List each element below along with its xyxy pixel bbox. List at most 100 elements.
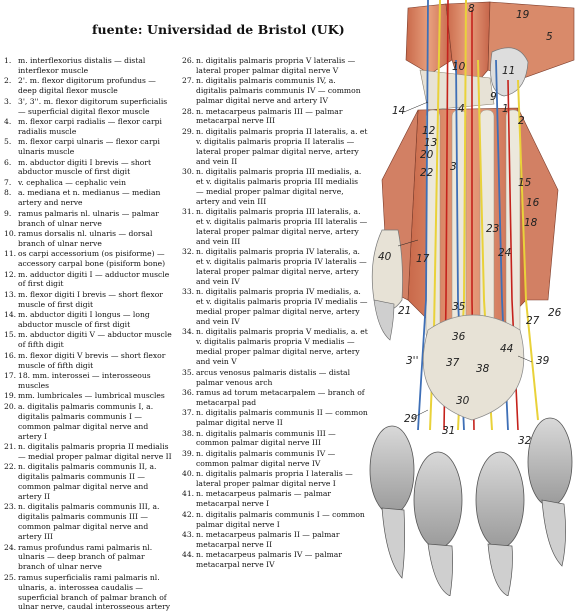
legend-entry: 3.3', 3''. m. flexor digitorum superfici… [4,97,174,117]
label-8: 8 [468,3,475,15]
legend-entry-text: m. flexor digiti V brevis — short flexor… [18,350,166,370]
legend-entry-text: n. metacarpeus palmaris II — palmar meta… [196,530,340,549]
legend-entry: 28.n. metacarpeus palmaris III — palmar … [182,107,368,127]
label-36: 36 [452,331,466,343]
legend-entry: 15.m. abductor digiti V — abductor muscl… [4,330,174,350]
legend-entry: 44.n. metacarpeus palmaris IV — palmar m… [182,550,368,570]
legend-entry: 1.m. interflexorius distalis — distal in… [4,56,174,76]
legend-entry: 41.n. metacarpeus palmaris — palmar meta… [182,489,368,509]
legend-entry-text: n. digitalis palmaris propria III medial… [196,166,362,206]
legend-entry-number: 35. [182,367,195,377]
legend-entry-number: 10. [4,228,17,238]
legend-entry: 23.n. digitalis palmaris communis III, a… [4,502,174,542]
legend-entry-number: 29. [182,126,195,136]
legend-column-right: 26.n. digitalis palmaris propria V later… [182,56,368,571]
legend-entry-text: v. cephalica — cephalic vein [18,177,126,187]
legend-entry-number: 27. [182,76,195,86]
legend-entry-text: n. digitalis palmaris propria III latera… [196,207,368,246]
legend-entry-text: n. digitalis palmaris communis III — com… [196,428,336,448]
legend-entry-text: n. digitalis palmaris propria II lateral… [196,126,368,166]
legend-entry-number: 21. [4,441,17,451]
legend-entry-text: n. digitalis palmaris propria IV lateral… [196,247,367,286]
label-37: 37 [446,357,460,369]
legend-entry-text: arcus venosus palmaris distalis — distal… [196,367,351,387]
label-3: 3 [450,161,457,173]
label-35: 35 [452,301,466,313]
legend-entry: 29.n. digitalis palmaris propria II late… [182,127,368,167]
label-13: 13 [424,137,437,149]
legend-entry-number: 1. [4,56,12,65]
legend-entry: 40.n. digitalis palmaris propria I later… [182,469,368,489]
dewclaw-digit [371,229,403,311]
legend-entry-text: m. flexor carpi ulnaris — flexor carpi u… [18,137,160,157]
legend-entry: 14.m. abductor digiti I longus — long ab… [4,310,174,330]
legend-entry: 30.n. digitalis palmaris propria III med… [182,167,368,207]
legend-entry-number: 38. [182,428,195,438]
legend-entry: 16.m. flexor digiti V brevis — short fle… [4,351,174,371]
legend-entry: 17.18. mm. interossei — interosseous mus… [4,371,174,391]
label-39: 39 [536,355,550,367]
label-18: 18 [524,217,538,229]
legend-entry: 7. v. cephalica — cephalic vein [4,178,174,188]
legend-entry-number: 40. [182,469,195,479]
legend-entry: 6.m. abductor digiti I brevis — short ab… [4,158,174,178]
legend-entry-text: n. metacarpeus palmaris III — palmar met… [196,106,343,126]
legend-entry: 8.a. mediana et n. medianus — median art… [4,188,174,208]
flexor-tendons [425,109,521,361]
legend-entry: 9.ramus palmaris nl. ulnaris — palmar br… [4,209,174,229]
legend-entry-text: ramus dorsalis nl. ulnaris — dorsal bran… [18,228,153,248]
legend-entry-number: 20. [4,401,17,411]
legend-entry: 35.arcus venosus palmaris distalis — dis… [182,368,368,388]
label-38: 38 [476,363,490,375]
metacarpal-pad [422,314,525,421]
label-30: 30 [456,395,470,407]
legend-entry-number: 39. [182,448,195,458]
label-32: 32 [518,435,532,447]
legend-entry: 4.m. flexor carpi radialis — flexor carp… [4,117,174,137]
legend-entry-text: n. metacarpeus palmaris — palmar metacar… [196,489,332,509]
claws [381,499,566,596]
legend-entry: 21.n. digitalis palmaris propria II medi… [4,442,174,462]
legend-entry-number: 7. [4,177,12,187]
legend-entry: 42.n. digitalis palmaris communis I — co… [182,510,368,530]
legend-entry-number: 19. [4,391,17,401]
legend-entry: 38.n. digitalis palmaris communis III — … [182,429,368,449]
legend-entry: 10.ramus dorsalis nl. ulnaris — dorsal b… [4,229,174,249]
legend-entry: 2.2'. m. flexor digitorum profundus — de… [4,76,174,96]
legend-entry: 20.a. digitalis palmaris communis I, a. … [4,402,174,442]
legend-entry-text: 3', 3''. m. flexor digitorum superficial… [18,96,168,116]
label-21: 21 [398,305,411,317]
label-40: 40 [378,251,392,263]
label-4: 4 [458,103,465,115]
legend-entry-number: 12. [4,269,17,279]
legend-entry-text: ramus profundus rami palmaris nl. ulnari… [18,542,153,572]
legend-entry-text: n. digitalis palmaris communis I — commo… [196,509,365,529]
legend-entry-text: ramus palmaris nl. ulnaris — palmar bran… [18,208,159,228]
legend-entry: 36.ramus ad torum metacarpalem — branch … [182,388,368,408]
legend-entry: 33.n. digitalis palmaris propria IV medi… [182,287,368,327]
legend-entry-text: a. digitalis palmaris communis I, a. dig… [18,401,154,441]
legend-entry: 43.n. metacarpeus palmaris II — palmar m… [182,530,368,550]
legend-entry: 12.m. adductor digiti I — adductor muscl… [4,270,174,290]
legend-entry-number: 43. [182,530,195,540]
legend-entry-number: 25. [4,572,17,582]
legend-entry-text: os carpi accessorium (os pisiforme) — ac… [18,249,166,269]
label-12: 12 [422,125,436,137]
legend-entry-text: n. digitalis palmaris communis II, a. di… [18,462,157,501]
legend-entry-number: 33. [182,287,195,297]
legend-entry-number: 5. [4,137,12,147]
legend-entry-number: 31. [182,207,195,217]
label-26: 26 [548,307,562,319]
legend-entry-number: 11. [4,249,17,259]
legend-entry-number: 26. [182,56,195,65]
label-17: 17 [416,253,430,265]
label-10: 10 [452,61,466,73]
legend-entry-text: m. abductor digiti I brevis — short abdu… [18,157,152,177]
legend-entry-text: n. digitalis palmaris communis II — comm… [196,408,368,428]
legend-entry-text: n. digitalis palmaris propria I laterali… [196,469,353,489]
page-title: fuente: Universidad de Bristol (UK) [92,22,345,37]
legend-entry-number: 44. [182,550,195,560]
legend-entry-text: 2'. m. flexor digitorum profundus — deep… [18,76,156,96]
legend-entry-text: n. digitalis palmaris propria V laterali… [196,56,356,75]
flexor-carpi-radialis-muscle [405,3,453,75]
